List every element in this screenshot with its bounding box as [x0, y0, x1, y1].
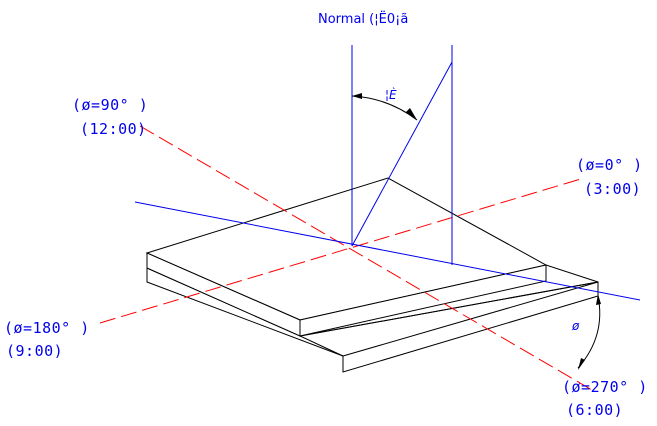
azimuth-axes [99, 125, 593, 391]
theta-label: ¦È [385, 87, 397, 102]
vectors [134, 45, 641, 301]
axis-phi180-phi0 [99, 177, 585, 324]
label-phi90-clock: (12:00) [80, 120, 147, 138]
label-phi0-angle: (ø=0° ) [576, 156, 643, 174]
theta-arc [351, 93, 418, 121]
label-phi180-angle: (ø=180° ) [4, 319, 90, 337]
upper-plate-left [146, 252, 301, 337]
label-phi270-clock: (6:00) [566, 401, 623, 419]
lower-plate-front [298, 281, 599, 373]
phi-label: ø [571, 319, 580, 333]
label-phi180-clock: (9:00) [6, 342, 63, 360]
label-phi90-angle: (ø=90° ) [72, 96, 148, 114]
phi-arc [577, 294, 601, 370]
incident-vector [351, 61, 453, 247]
lower-plate-left [146, 268, 344, 357]
label-phi270-angle: (ø=270° ) [562, 378, 648, 396]
upper-plate [145, 177, 548, 337]
label-phi0-clock: (3:00) [584, 180, 641, 198]
normal-title: Normal (¦Ë0¡ã [318, 11, 408, 27]
plane-line [134, 201, 641, 301]
